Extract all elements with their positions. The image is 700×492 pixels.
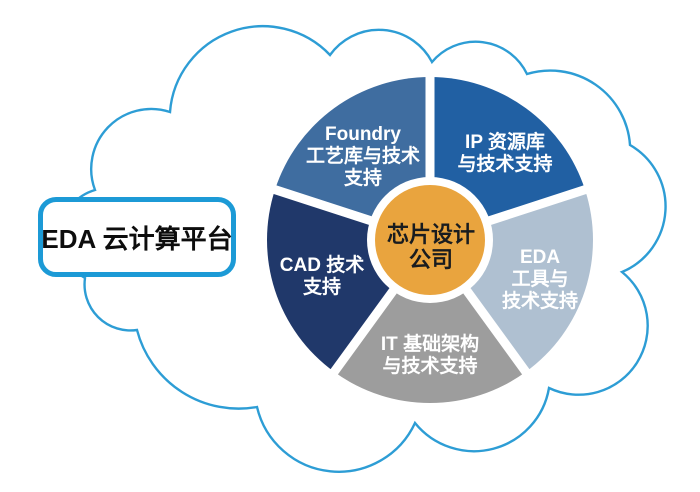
pie-group [266, 69, 594, 404]
platform-box-label: EDA 云计算平台 [41, 223, 233, 254]
segment-it [334, 240, 526, 404]
platform-box: EDA 云计算平台 [38, 197, 236, 277]
hub-circle [375, 185, 485, 295]
